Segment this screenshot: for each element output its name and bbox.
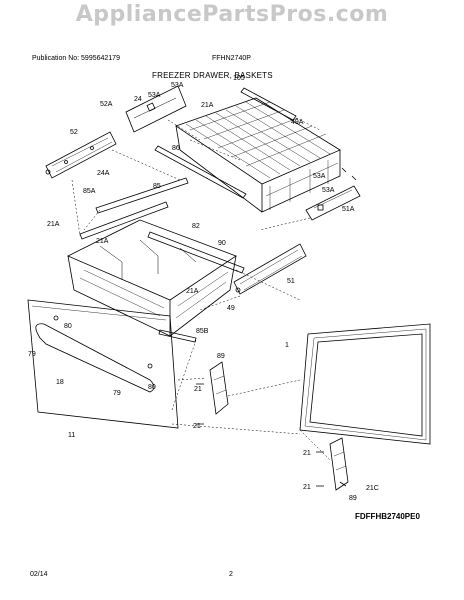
callout-21: 21 (303, 484, 311, 491)
leader-lines (71, 117, 331, 461)
part-51a-right-rail[interactable] (305, 185, 361, 221)
callout-21a: 21A (186, 288, 199, 295)
callout-21: 21 (194, 386, 202, 393)
part-82-drawer-bin[interactable] (67, 219, 237, 337)
callout-51: 51 (287, 278, 295, 285)
callout-52: 52 (70, 129, 78, 136)
callout-49: 49 (227, 305, 235, 312)
callout-53a: 53A (313, 173, 326, 180)
part-80-screw-right[interactable] (147, 363, 153, 369)
callout-89: 89 (217, 353, 225, 360)
callout-86: 86 (172, 145, 180, 152)
part-85b-bar[interactable] (158, 329, 197, 343)
diagram-code: FDFFHB2740PE0 (355, 512, 420, 521)
part-80-screw-left[interactable] (53, 315, 59, 321)
callout-79: 79 (113, 390, 121, 397)
callout-85a: 85A (83, 188, 96, 195)
callout-21: 21 (303, 450, 311, 457)
part-89-right-bracket[interactable] (329, 437, 349, 491)
callout-21a: 21A (47, 221, 60, 228)
callout-90: 90 (218, 240, 226, 247)
callout-18: 18 (56, 379, 64, 386)
part-85a-bar[interactable] (79, 201, 169, 240)
watermark: AppliancePartsPros.com (75, 2, 389, 27)
callout-53a: 53A (148, 92, 161, 99)
callout-80: 80 (64, 323, 72, 330)
callout-89: 89 (349, 495, 357, 502)
callout-82: 82 (192, 223, 200, 230)
part-1-gasket-frame[interactable] (299, 323, 431, 445)
part-52a-bracket[interactable] (125, 85, 187, 133)
part-18-handle[interactable] (35, 323, 155, 393)
part-85-bar[interactable] (95, 177, 189, 214)
part-90-rod[interactable] (147, 231, 245, 274)
callout-24: 24 (134, 96, 142, 103)
callout-85: 85 (153, 183, 161, 190)
callout-53a: 53A (171, 82, 184, 89)
publication-number: Publication No: 5995642179 (32, 55, 120, 62)
callout-51a: 51A (342, 206, 355, 213)
part-11-drawer-front[interactable] (27, 299, 179, 429)
callout-11: 11 (68, 432, 75, 439)
part-53a-screws[interactable] (341, 167, 357, 181)
callout-labels: 105 53A 53A 24 52A 21A 49A 52 86 24A 85A… (28, 75, 379, 502)
part-49a-wire-basket[interactable] (175, 97, 341, 213)
callout-21: 21 (193, 423, 201, 430)
part-86-rod[interactable] (154, 145, 247, 199)
callout-85b: 85B (196, 328, 209, 335)
callout-105: 105 (233, 75, 245, 82)
part-52-slide-rail[interactable] (45, 131, 117, 179)
part-89-left-bracket[interactable] (209, 361, 229, 415)
diagram-title: FREEZER DRAWER, BASKETS (152, 71, 273, 80)
callout-21c: 21C (366, 485, 379, 492)
part-21-screws[interactable] (196, 383, 347, 487)
part-51-slide-rail[interactable] (233, 243, 307, 295)
footer-date: 02/14 (30, 571, 48, 578)
callout-80: 80 (148, 384, 156, 391)
callout-53a: 53A (322, 187, 335, 194)
model-number: FFHN2740P (212, 55, 251, 62)
callout-21a: 21A (96, 238, 109, 245)
callout-21a: 21A (201, 102, 214, 109)
page-number: 2 (229, 571, 233, 578)
callout-1: 1 (285, 342, 289, 349)
callout-79: 79 (28, 351, 36, 358)
callout-24a: 24A (97, 170, 110, 177)
callout-52a: 52A (100, 101, 113, 108)
callout-49a: 49A (291, 119, 304, 126)
